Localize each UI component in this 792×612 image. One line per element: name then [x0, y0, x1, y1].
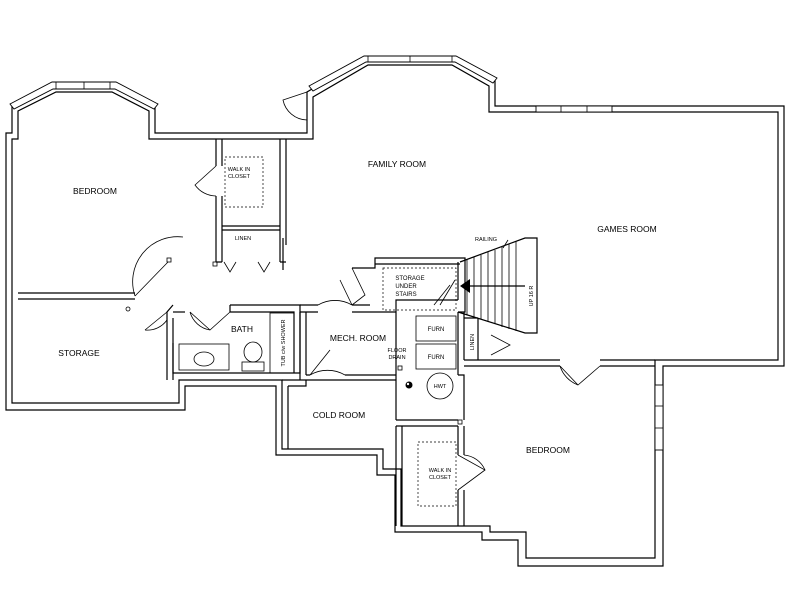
interior-walls	[18, 139, 655, 526]
label-linen-1: LINEN	[235, 236, 251, 242]
labels: BEDROOM WALK IN CLOSET LINEN FAMILY ROOM…	[58, 159, 656, 481]
window-bedroom-2	[654, 384, 664, 451]
doors	[132, 91, 601, 491]
fixtures	[125, 261, 463, 425]
bay-window-bedroom	[9, 81, 159, 110]
label-walk-in-closet-2-a: WALK IN	[429, 468, 451, 474]
furn-1-box	[415, 315, 457, 342]
stairs	[433, 237, 538, 334]
closet-rod-1	[224, 156, 264, 208]
window-games-room	[535, 105, 613, 113]
label-furn-1: FURN	[428, 327, 445, 333]
label-mech-room: MECH. ROOM	[330, 333, 386, 343]
label-walk-in-closet-1-a: WALK IN	[228, 167, 250, 173]
label-railing: RAILING	[475, 237, 497, 243]
label-cold-room: COLD ROOM	[313, 410, 365, 420]
label-floor-drain-a: FLOOR	[388, 348, 407, 354]
hwt-tank	[426, 372, 454, 400]
storage-under-stairs-outline	[382, 267, 457, 311]
label-family-room: FAMILY ROOM	[368, 159, 426, 169]
label-bedroom-1: BEDROOM	[73, 186, 117, 196]
label-storage-under-stairs-b: UNDER	[395, 284, 417, 290]
label-walk-in-closet-2-b: CLOSET	[429, 475, 452, 481]
label-floor-drain-b: DRAIN	[388, 355, 405, 361]
floor-drain-symbol	[405, 381, 413, 389]
label-stairs-up: UP 16 R	[529, 286, 535, 307]
label-storage-under-stairs-a: STORAGE	[395, 276, 424, 282]
label-furn-2: FURN	[428, 355, 445, 361]
label-walk-in-closet-1-b: CLOSET	[228, 174, 251, 180]
label-bath: BATH	[231, 324, 253, 334]
label-games-room: GAMES ROOM	[597, 224, 657, 234]
label-storage: STORAGE	[58, 348, 100, 358]
closet-rod-2	[417, 441, 457, 507]
label-hwt: HWT	[434, 384, 447, 390]
label-tub-shower: TUB c/w SHOWER	[281, 319, 287, 366]
label-bedroom-2: BEDROOM	[526, 445, 570, 455]
bay-window-family-room	[308, 55, 498, 92]
label-storage-under-stairs-c: STAIRS	[395, 292, 416, 298]
label-linen-2: LINEN	[470, 334, 476, 350]
furn-2-box	[415, 343, 457, 370]
